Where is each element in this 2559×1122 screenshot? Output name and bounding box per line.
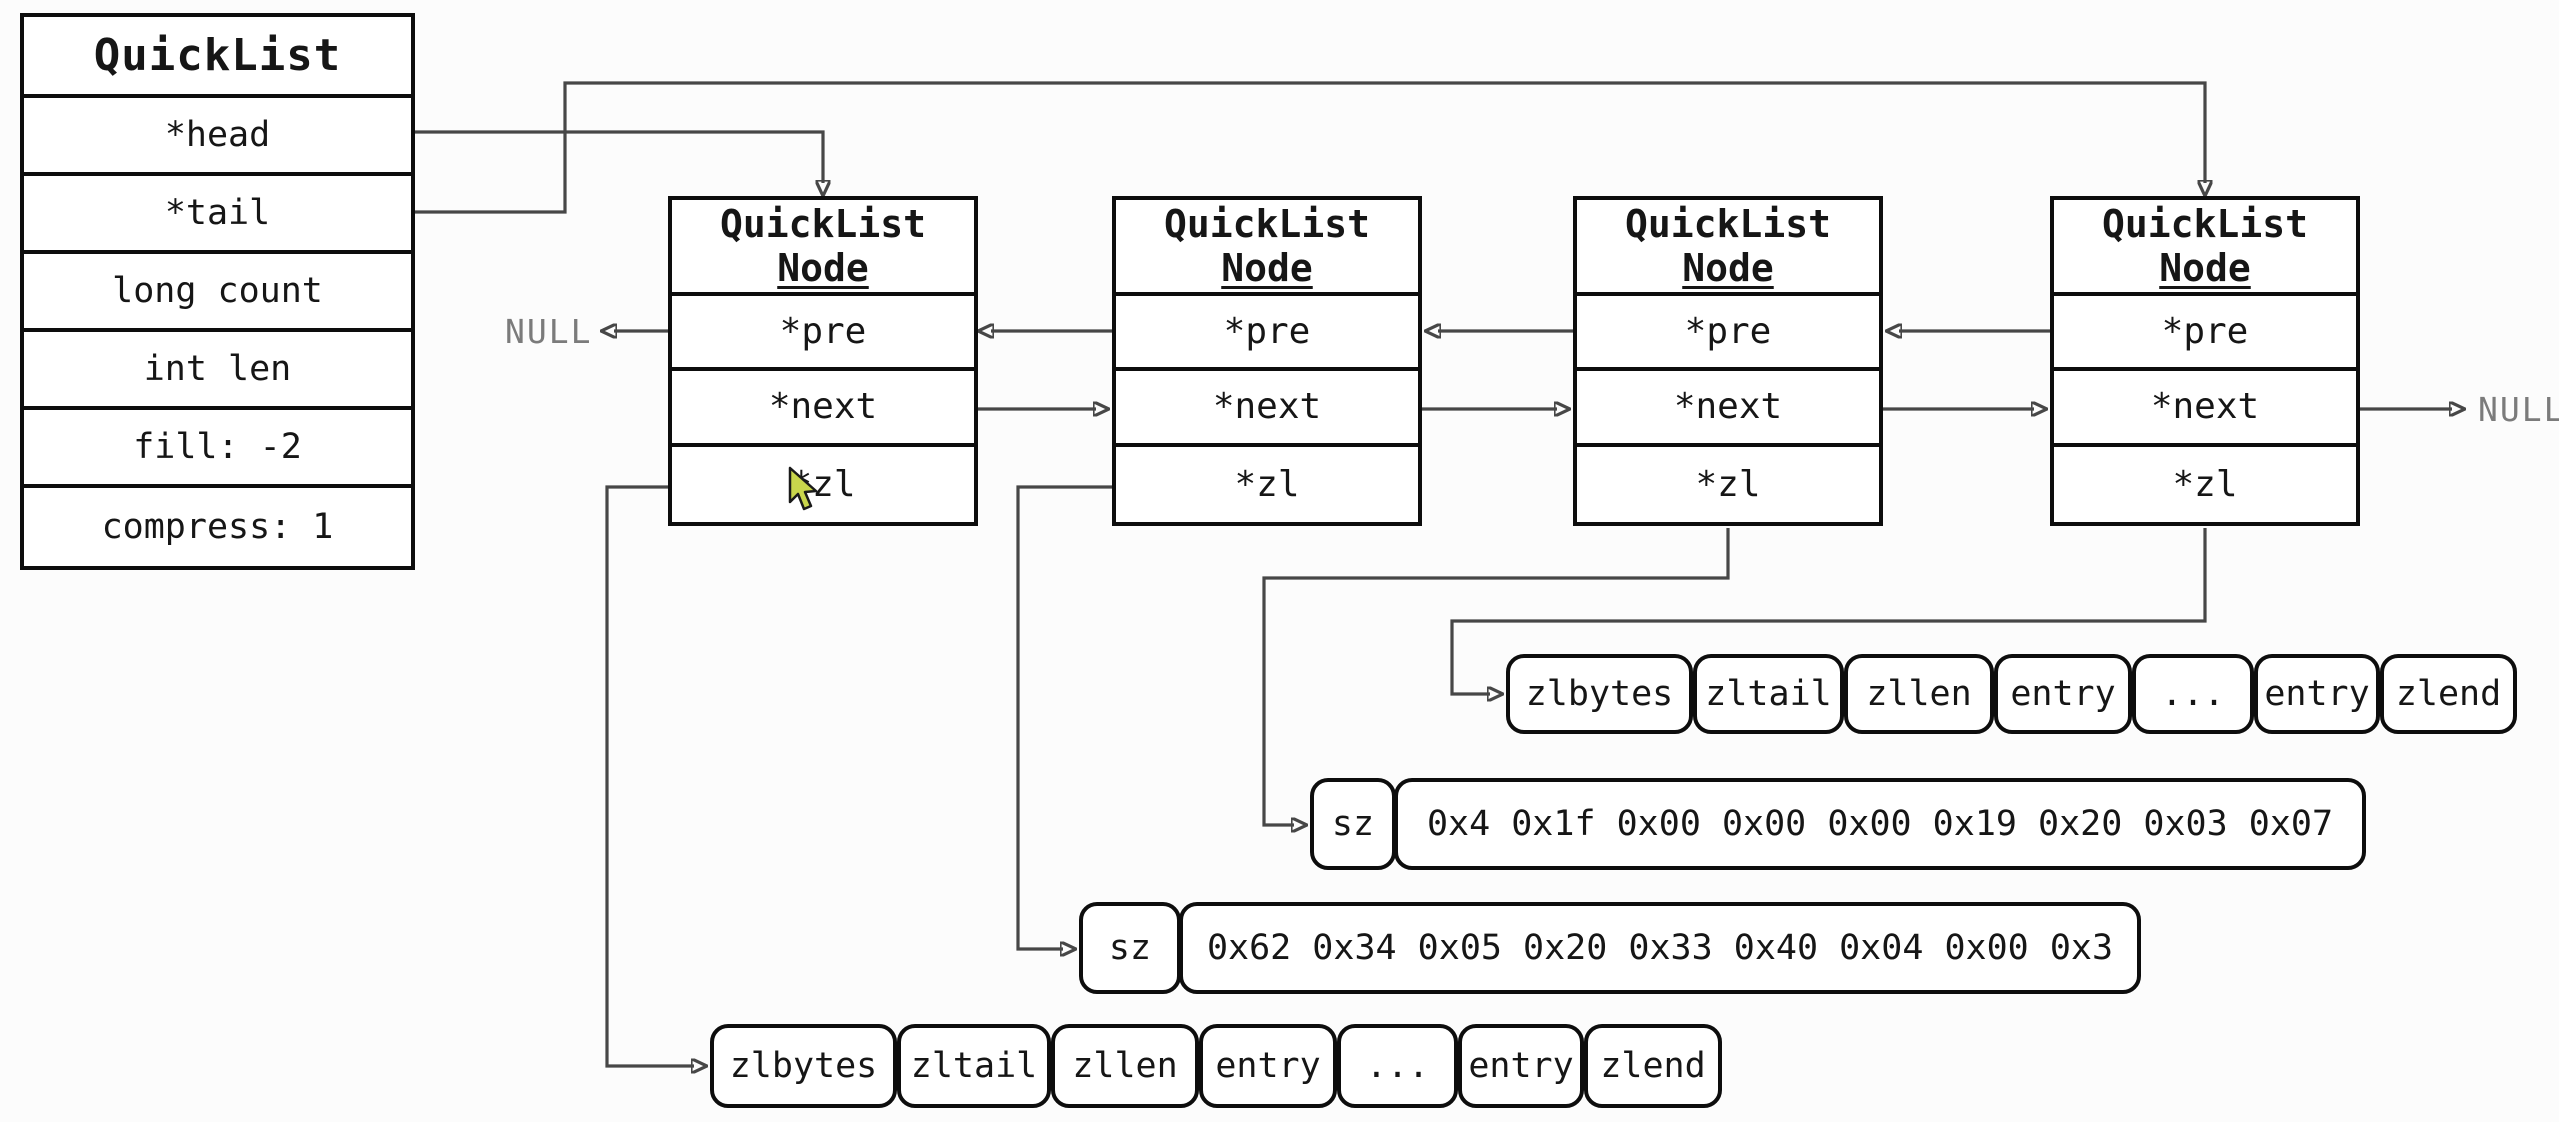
wire-node1-zl [605,485,694,1066]
ziplist-bottom-cell-zllen: zllen [1051,1024,1199,1108]
node4-title: QuickList Node [2054,200,2356,296]
ziplist-top-cell-entry1: entry [1994,654,2132,734]
quicklist-title: QuickList [24,17,411,98]
ziplist-bottom-cell-zlend: zlend [1584,1024,1722,1108]
ziplist-top-cell-zlbytes: zlbytes [1506,654,1693,734]
field-compress: compress: 1 [24,488,411,566]
ziplist-bottom-cell-ellipsis: ... [1337,1024,1458,1108]
node2-row-zl: *zl [1116,446,1418,522]
node4-row-next: *next [2054,371,2356,447]
node2-title-line2: Node [1221,246,1313,290]
node4-title-line1: QuickList [2102,202,2308,246]
node1-row-next: *next [672,371,974,447]
node4-row-zl: *zl [2054,446,2356,522]
sz-bytes-2: 0x62 0x34 0x05 0x20 0x33 0x40 0x04 0x00 … [1179,902,2141,994]
ziplist-top-cell-entry2: entry [2254,654,2380,734]
node3-row-pre: *pre [1577,296,1879,372]
node3-title-line2: Node [1682,246,1774,290]
node3-title-line1: QuickList [1625,202,1831,246]
wire-head-to-node1 [415,130,823,183]
wire-node2-zl [1016,485,1112,949]
node4-row-pre: *pre [2054,296,2356,372]
node3-row-next: *next [1577,371,1879,447]
ziplist-bottom-cell-zlbytes: zlbytes [710,1024,897,1108]
node1-row-pre: *pre [672,296,974,372]
ziplist-bottom-cell-entry1: entry [1199,1024,1337,1108]
field-int-len: int len [24,332,411,410]
node2-title-line1: QuickList [1164,202,1370,246]
wire-node3-zl [1262,528,1730,825]
sz-box-2: sz [1079,902,1181,994]
quicklist-node-4: QuickList Node *pre *next *zl [2050,196,2360,526]
node4-title-line2: Node [2159,246,2251,290]
ziplist-top-cell-zltail: zltail [1693,654,1844,734]
node2-row-next: *next [1116,371,1418,447]
node1-title-line1: QuickList [720,202,926,246]
node2-title: QuickList Node [1116,200,1418,296]
quicklist-node-1: QuickList Node *pre *next *zl [668,196,978,526]
ziplist-top-cell-ellipsis: ... [2132,654,2254,734]
ziplist-top-cell-zllen: zllen [1844,654,1994,734]
node1-title-line2: Node [777,246,869,290]
node2-row-pre: *pre [1116,296,1418,372]
node1-title: QuickList Node [672,200,974,296]
wire-tail-to-node4 [415,81,2205,214]
ziplist-bottom-cell-entry2: entry [1458,1024,1584,1108]
field-head: *head [24,98,411,176]
null-label-right: NULL [2478,390,2559,429]
field-tail: *tail [24,176,411,254]
wire-node4-zl [1450,528,2207,694]
node1-row-zl: *zl [672,446,974,522]
node3-row-zl: *zl [1577,446,1879,522]
sz-box-1: sz [1310,778,1396,870]
null-label-left: NULL [505,312,593,351]
mouse-cursor-icon [788,466,818,511]
sz-bytes-1: 0x4 0x1f 0x00 0x00 0x00 0x19 0x20 0x03 0… [1394,778,2366,870]
node3-title: QuickList Node [1577,200,1879,296]
quicklist-node-3: QuickList Node *pre *next *zl [1573,196,1883,526]
field-long-count: long count [24,254,411,332]
quicklist-struct: QuickList *head *tail long count int len… [20,13,415,570]
quicklist-node-2: QuickList Node *pre *next *zl [1112,196,1422,526]
ziplist-bottom-cell-zltail: zltail [897,1024,1051,1108]
ziplist-top-cell-zlend: zlend [2380,654,2517,734]
field-fill: fill: -2 [24,410,411,488]
